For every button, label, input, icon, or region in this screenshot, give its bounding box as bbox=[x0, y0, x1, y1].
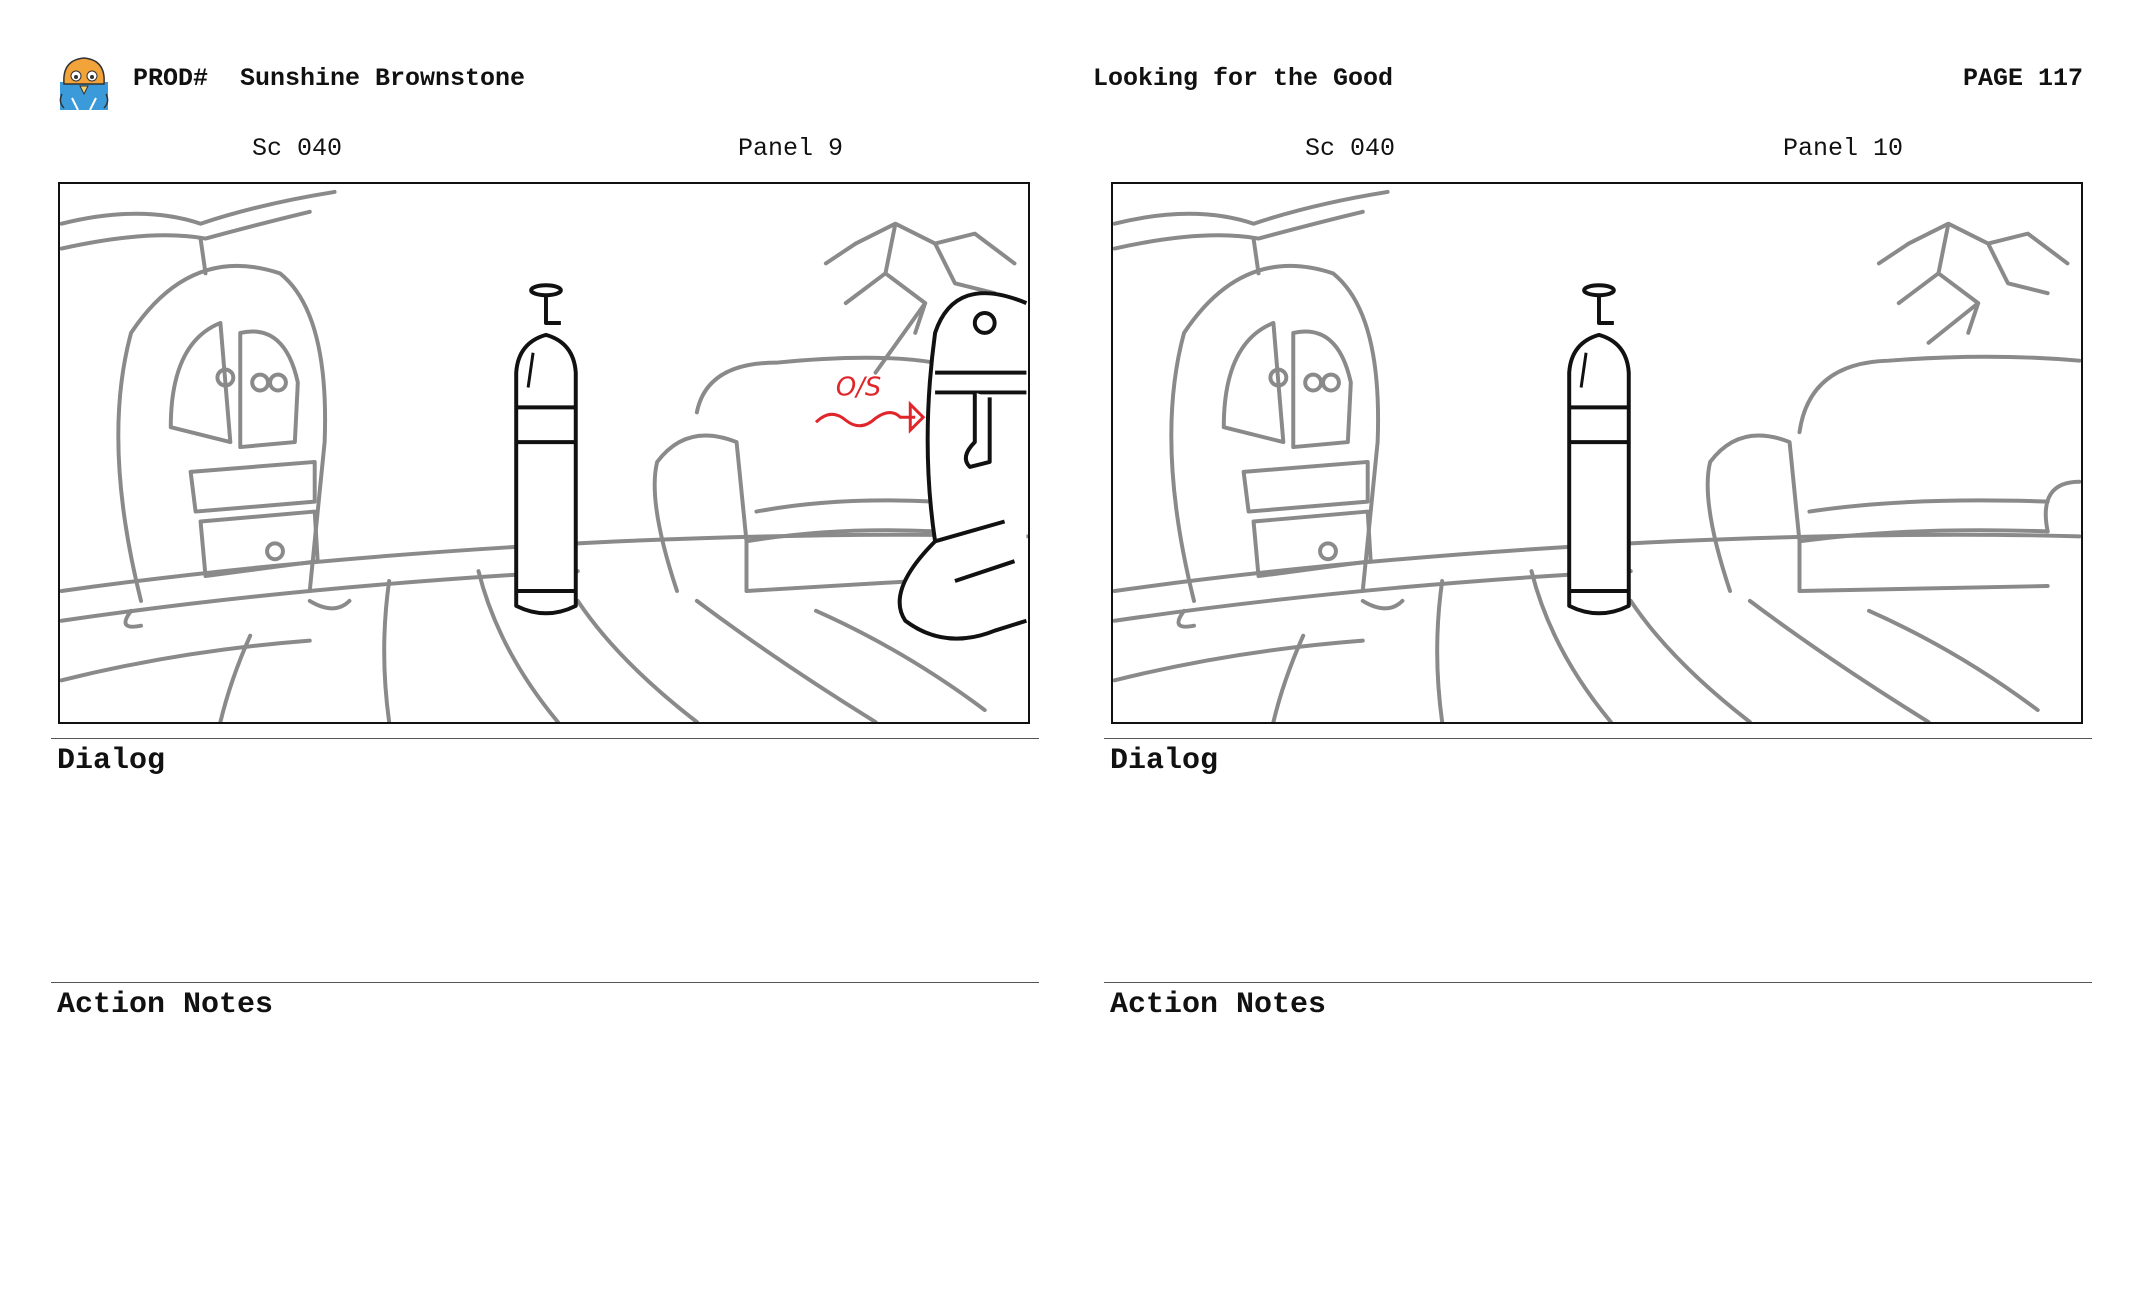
panel-number: Panel 9 bbox=[738, 134, 844, 163]
panel-sketch: O/S bbox=[60, 189, 1028, 722]
show-title: Sunshine Brownstone bbox=[240, 64, 526, 93]
dialog-label: Dialog bbox=[1110, 744, 1219, 778]
scene-number: Sc 040 bbox=[1305, 134, 1396, 163]
character-mascot-icon bbox=[54, 54, 114, 111]
prod-label: PROD# bbox=[133, 64, 209, 93]
storyboard-panel bbox=[1111, 182, 2083, 724]
storyboard-panel: O/S bbox=[58, 182, 1030, 724]
action-notes-label: Action Notes bbox=[1110, 988, 1327, 1022]
scene-number: Sc 040 bbox=[252, 134, 343, 163]
action-notes-label: Action Notes bbox=[57, 988, 274, 1022]
dialog-label: Dialog bbox=[57, 744, 166, 778]
divider bbox=[51, 982, 1039, 983]
page-number: PAGE 117 bbox=[1963, 64, 2084, 93]
divider bbox=[1104, 738, 2092, 739]
panel-number: Panel 10 bbox=[1783, 134, 1904, 163]
divider bbox=[51, 738, 1039, 739]
panel-sketch bbox=[1113, 189, 2081, 722]
divider bbox=[1104, 982, 2092, 983]
episode-title: Looking for the Good bbox=[1093, 64, 1394, 93]
offscreen-annotation: O/S bbox=[836, 372, 881, 402]
